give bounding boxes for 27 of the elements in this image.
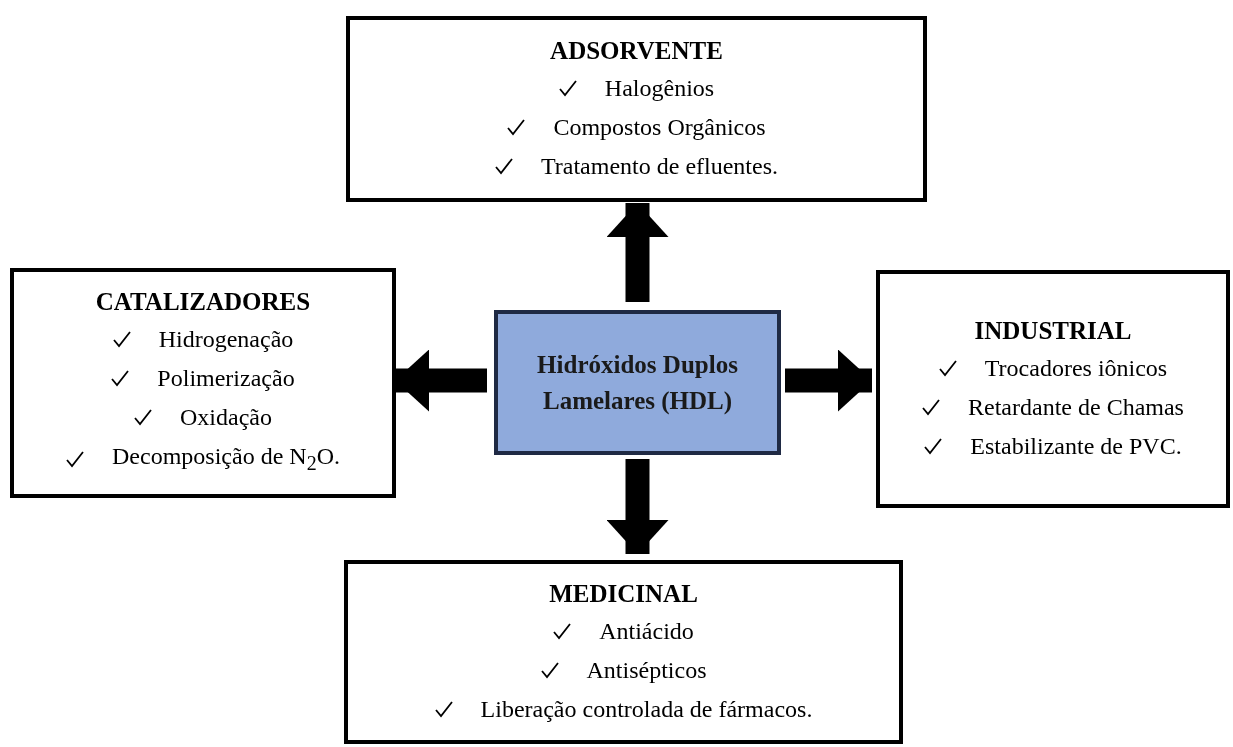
- heading: ADSORVENTE: [550, 35, 723, 66]
- list-item: Antiácido: [599, 616, 694, 646]
- list-item: Estabilizante de PVC.: [970, 431, 1182, 461]
- block-arrow: [606, 203, 669, 302]
- list-item: Hidrogenação: [158, 324, 294, 354]
- list-item: Liberação controlada de fármacos.: [480, 694, 813, 724]
- category-box: [876, 270, 1230, 508]
- heading: MEDICINAL: [549, 578, 698, 609]
- list-item: Halogênios: [604, 73, 715, 103]
- block-arrow: [785, 349, 872, 412]
- category-box: [10, 268, 396, 498]
- list-item: Trocadores iônicos: [984, 353, 1168, 383]
- category-box: [344, 560, 903, 744]
- list-item: Decomposição de N$_{2}$O.: [112, 441, 340, 476]
- heading: INDUSTRIAL: [974, 315, 1132, 346]
- block-arrow: [606, 459, 669, 554]
- category-box: [346, 16, 927, 202]
- list-item: Compostos Orgânicos: [553, 112, 766, 142]
- heading: CATALIZADORES: [95, 286, 311, 317]
- central-box: [494, 310, 781, 455]
- heading: Hidróxidos Duplos Lamelares (HDL): [536, 349, 739, 417]
- block-arrow: [395, 349, 487, 412]
- list-item: Antisépticos: [586, 655, 707, 685]
- list-item: Retardante de Chamas: [968, 392, 1184, 422]
- list-item: Polimerização: [157, 363, 295, 393]
- list-item: Tratamento de efluentes.: [540, 151, 778, 181]
- list-item: Oxidação: [180, 402, 272, 432]
